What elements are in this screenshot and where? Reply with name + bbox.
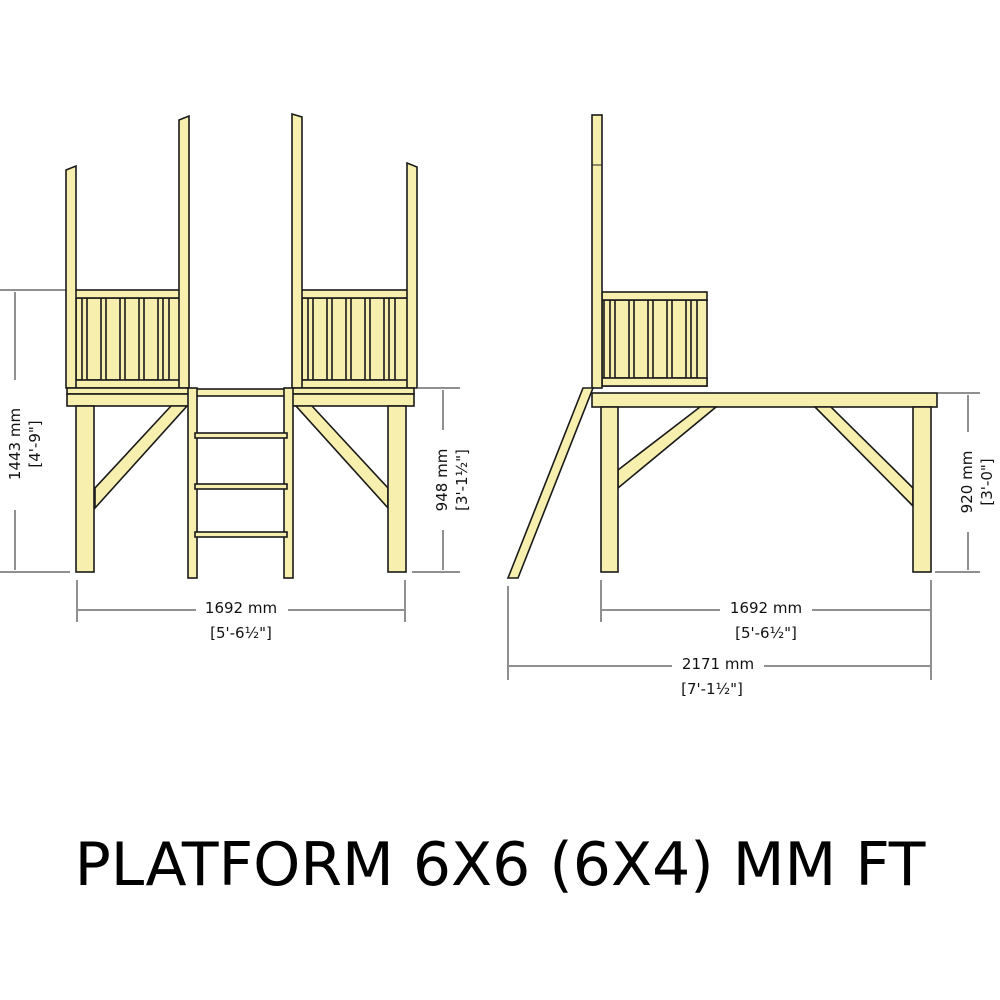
drawing-title: PLATFORM 6X6 (6X4) MM FT (74, 830, 926, 900)
left-deck-beam (66, 393, 190, 407)
bottom-rail (299, 379, 410, 389)
baluster (105, 297, 121, 381)
top-rail (299, 289, 410, 299)
dim-1692-side-ft: [5'-6½"] (735, 624, 797, 642)
left-deck-top (66, 387, 190, 395)
baluster (312, 297, 328, 381)
dim-1692-front-mm: 1692 mm (205, 599, 277, 617)
side-left-leg (600, 406, 619, 573)
ladder-left-rail (187, 387, 198, 579)
baluster (614, 299, 630, 379)
dim-2171-mm: 2171 mm (682, 655, 754, 673)
dim-1443-mm: 1443 mm (6, 408, 24, 480)
baluster (603, 299, 611, 379)
baluster (143, 297, 159, 381)
side-left-brace (617, 406, 719, 490)
ladder-rung (194, 531, 288, 538)
left-inner-tall-post (178, 114, 190, 389)
ladder-right-rail (283, 387, 294, 579)
front-railings (73, 289, 410, 389)
baluster (162, 297, 170, 381)
dimensions: 1443 mm [4'-9"] 948 mm [3'-1½"] 1692 mm … (0, 289, 998, 698)
right-leg (387, 405, 407, 573)
dim-1692-front-ft: [5'-6½"] (210, 624, 272, 642)
top-rail (601, 291, 708, 301)
side-railing (601, 291, 708, 387)
side-right-brace (813, 406, 914, 508)
right-inner-tall-post (291, 112, 303, 389)
left-brace (94, 405, 189, 511)
dim-1443-ft: [4'-9"] (26, 420, 44, 467)
baluster (331, 297, 347, 381)
bottom-rail (73, 379, 182, 389)
baluster (301, 297, 309, 381)
right-deck-top (291, 387, 415, 395)
top-rail (73, 289, 182, 299)
right-outer-post (406, 161, 418, 389)
baluster (86, 297, 102, 381)
dim-1692-side-mm: 1692 mm (730, 599, 802, 617)
baluster (633, 299, 649, 379)
bottom-rail (601, 377, 708, 387)
baluster (388, 297, 396, 381)
ladder-rung (194, 483, 288, 490)
baluster (690, 299, 698, 379)
side-tall-post (591, 114, 603, 389)
dim-948-mm: 948 mm (433, 449, 451, 512)
ramp (506, 387, 595, 579)
right-deck-beam (291, 393, 415, 407)
left-outer-post (65, 164, 77, 389)
baluster (124, 297, 140, 381)
baluster (75, 297, 83, 381)
side-right-leg (912, 406, 932, 573)
dim-2171-ft: [7'-1½"] (681, 680, 743, 698)
front-view (65, 112, 418, 579)
baluster (652, 299, 668, 379)
right-brace (294, 405, 389, 511)
ladder-top-board (195, 388, 286, 397)
dim-920-ft: [3'-0"] (978, 458, 996, 505)
baluster (350, 297, 366, 381)
baluster (671, 299, 687, 379)
side-deck-board (591, 392, 938, 408)
baluster (369, 297, 385, 381)
dim-948-ft: [3'-1½"] (453, 449, 471, 511)
dim-920-mm: 920 mm (958, 451, 976, 514)
left-leg (75, 405, 95, 573)
ladder-rung (194, 432, 288, 439)
side-view (506, 114, 938, 579)
